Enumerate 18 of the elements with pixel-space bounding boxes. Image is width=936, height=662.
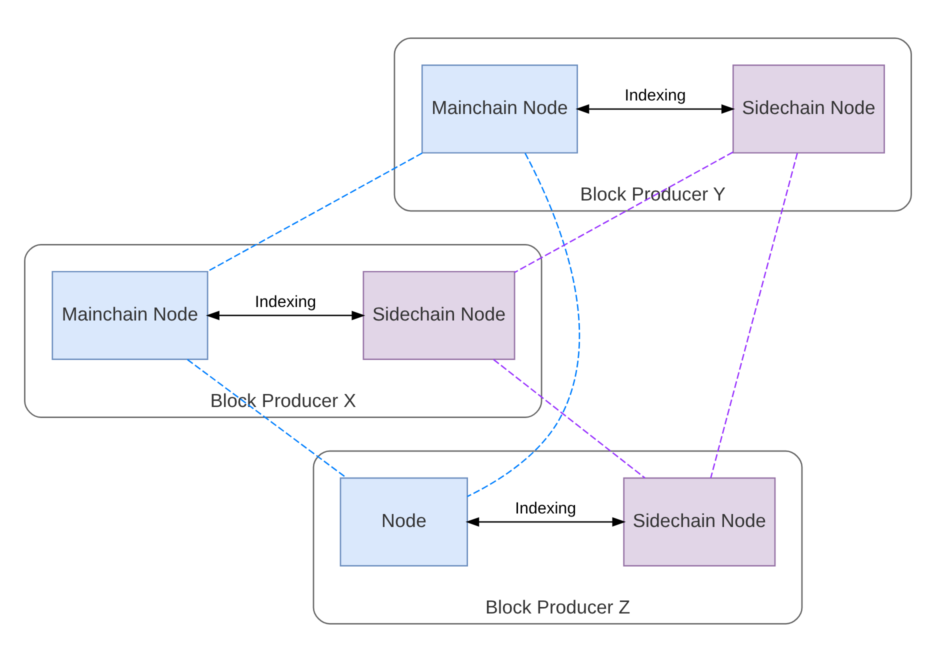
arrow (576, 104, 735, 114)
node-box: Mainchain Node (52, 270, 208, 360)
connector (467, 152, 580, 498)
node-box: Node (340, 477, 468, 566)
arrow (466, 517, 626, 527)
node-box: Sidechain Node (732, 64, 885, 154)
connector (710, 152, 798, 478)
connector (514, 152, 734, 274)
edge-label: Indexing (514, 499, 576, 518)
node-box: Sidechain Node (623, 477, 776, 566)
arrow (206, 310, 366, 320)
connector (207, 152, 423, 272)
connector (493, 359, 646, 478)
node-box: Sidechain Node (362, 270, 516, 360)
edge-label: Indexing (254, 292, 316, 311)
node-box: Mainchain Node (421, 64, 578, 154)
edge-label: Indexing (624, 86, 686, 104)
connector (187, 359, 347, 478)
